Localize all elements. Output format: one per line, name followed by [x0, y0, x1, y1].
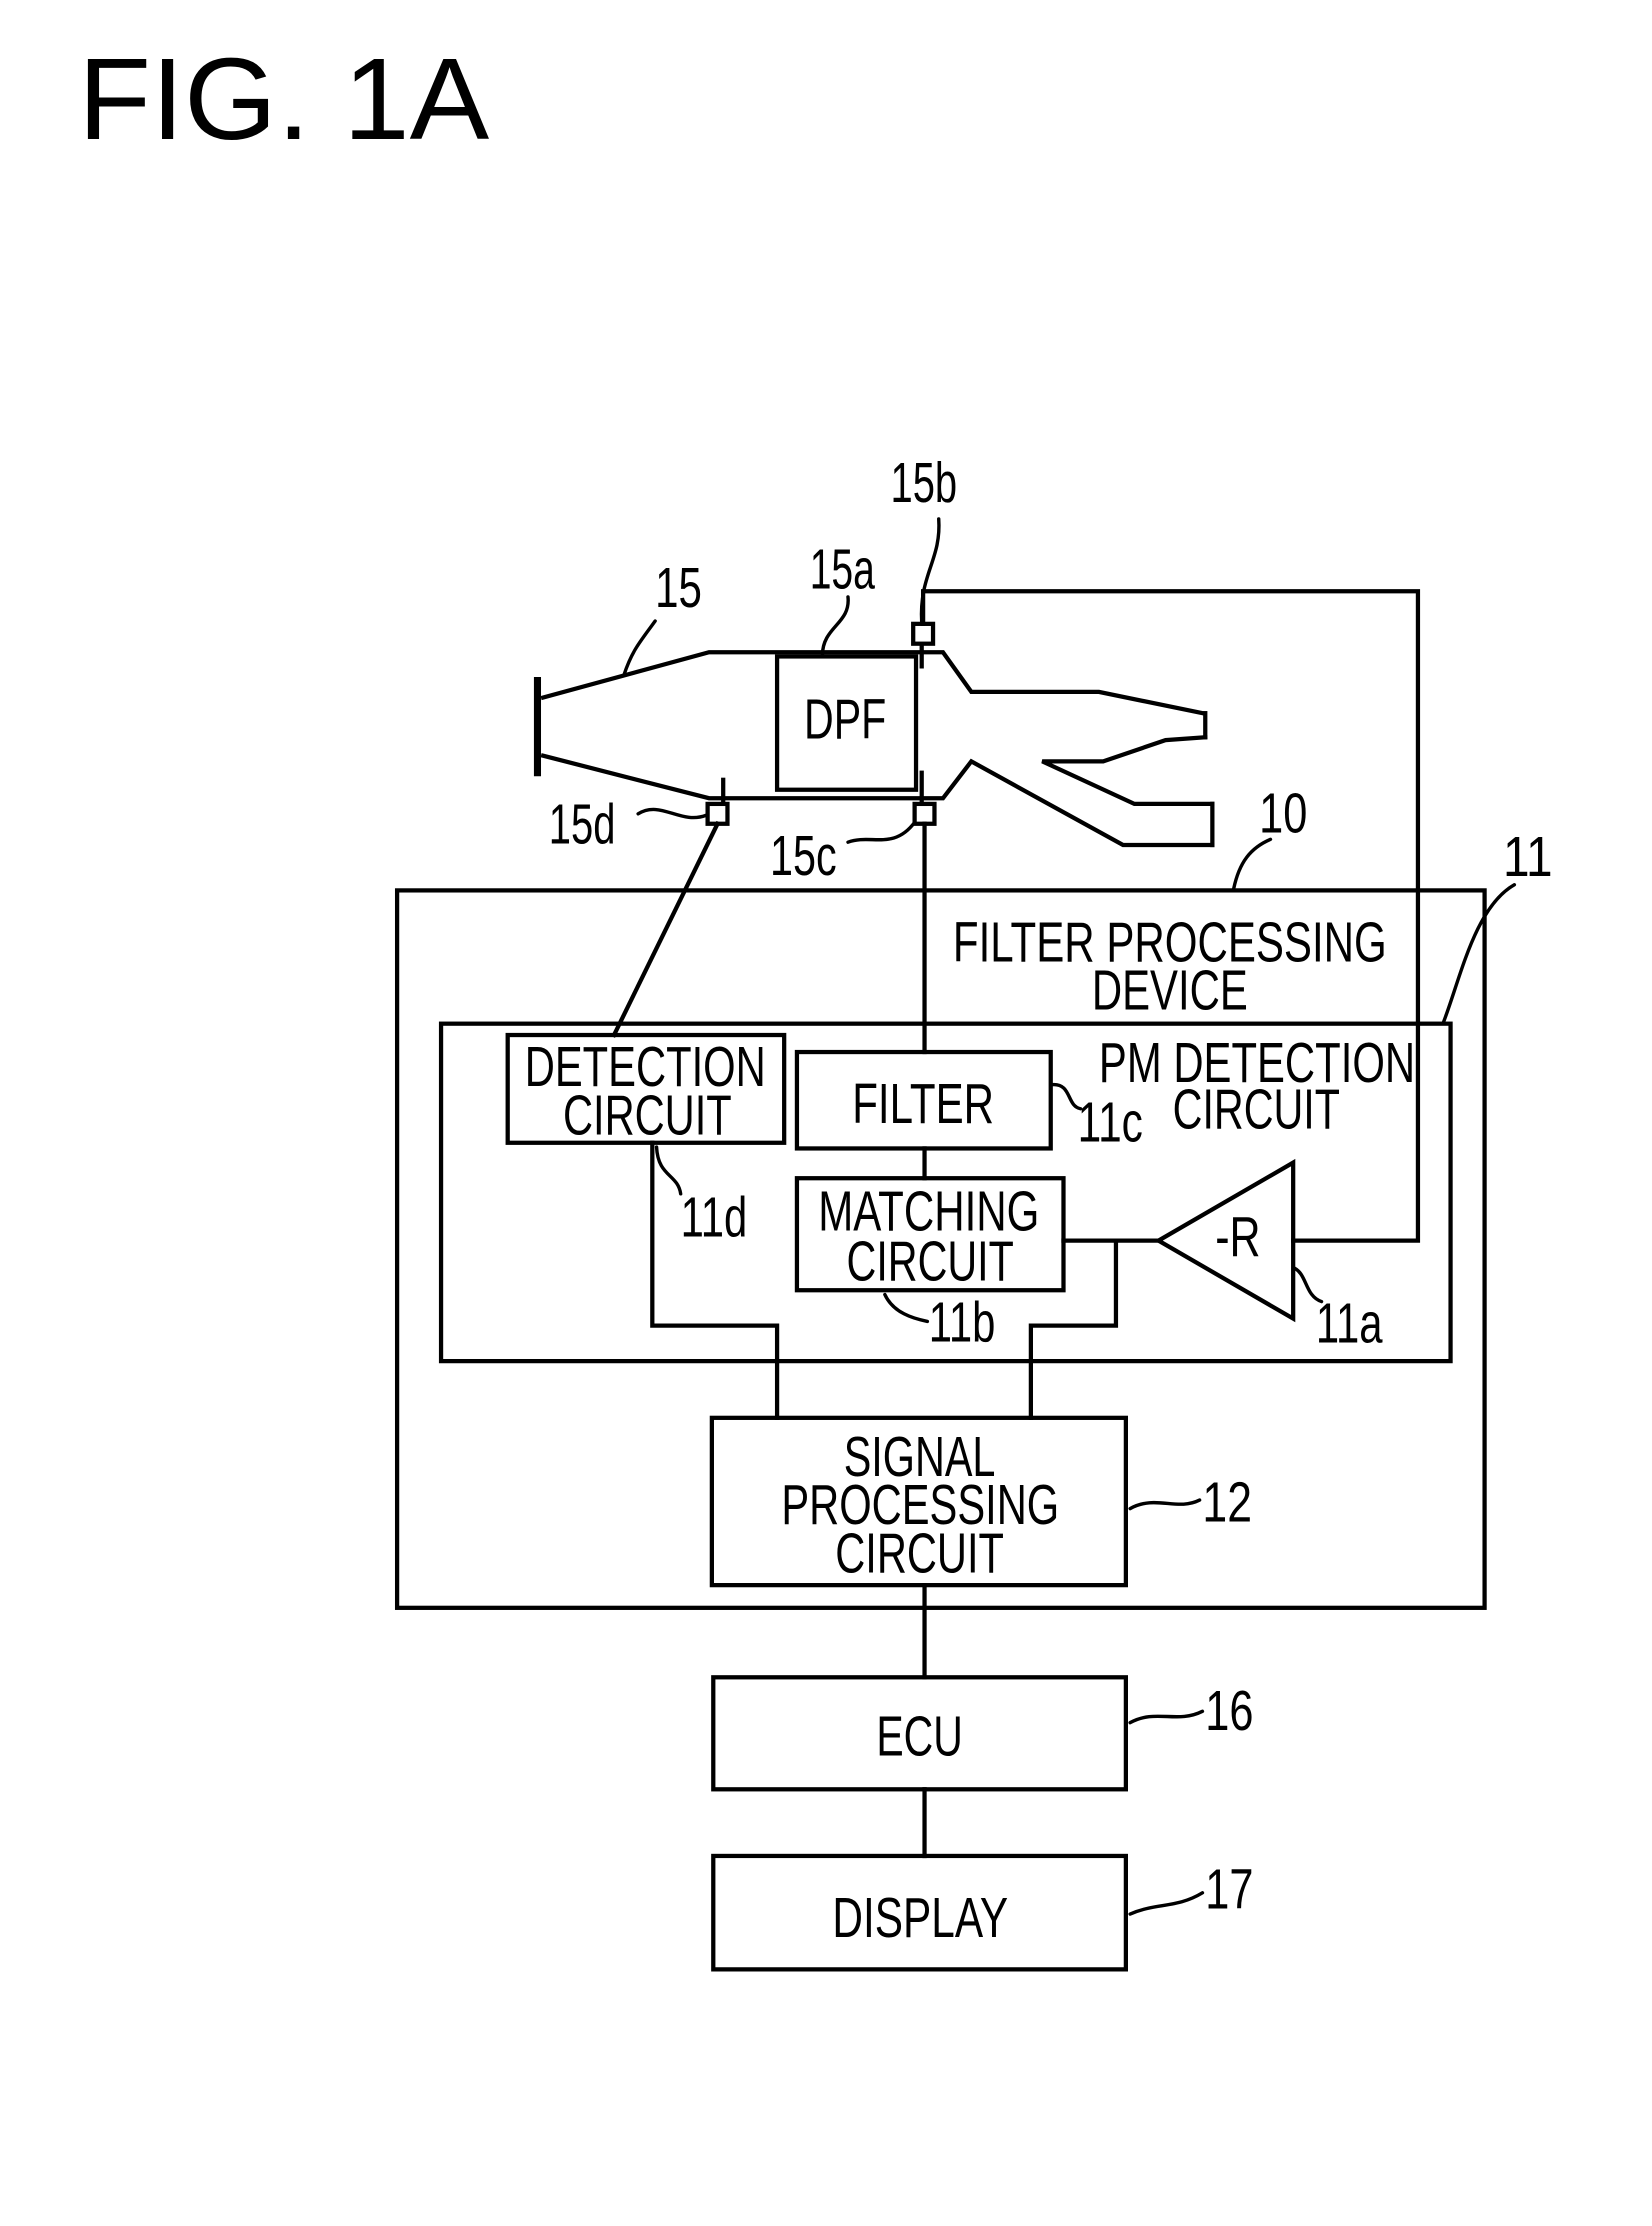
leader-line-12 [1130, 1500, 1199, 1509]
leader-line-11d [657, 1147, 681, 1194]
leader-line-15c [848, 822, 915, 842]
leader-line-16 [1130, 1711, 1202, 1722]
ref-numeral-15b: 15b [891, 452, 958, 515]
dpf-block: DPF [777, 656, 916, 789]
sensor-15d [708, 804, 728, 824]
connector-15d-to-detection [614, 824, 718, 1035]
sensor-15c [915, 804, 935, 824]
filter-processing-device-label-line2: DEVICE [1092, 959, 1248, 1022]
amplifier-label: -R [1215, 1206, 1260, 1269]
matching-circuit-label-line2: CIRCUIT [847, 1230, 1014, 1293]
display-label: DISPLAY [832, 1887, 1008, 1950]
upper-outlet-lower-wall [1042, 737, 1212, 804]
signal-processing-circuit-label-line3: CIRCUIT [835, 1522, 1004, 1585]
leader-line-11b [885, 1294, 928, 1321]
ref-numeral-11a: 11a [1316, 1293, 1383, 1356]
ref-numeral-11: 11 [1503, 826, 1553, 889]
ref-numeral-15: 15 [655, 557, 702, 620]
leader-line-15d [638, 809, 706, 817]
detection-circuit-label-line2: CIRCUIT [563, 1084, 732, 1147]
leader-line-11 [1443, 885, 1514, 1023]
ref-numeral-11b: 11b [929, 1291, 996, 1354]
leader-line-10 [1234, 839, 1271, 889]
pm-detection-circuit-label-line2: CIRCUIT [1173, 1079, 1340, 1142]
figure-title: FIG. 1A [78, 34, 490, 164]
ref-numeral-17: 17 [1205, 1858, 1253, 1921]
connector-detection-to-signal-processing [652, 1143, 777, 1418]
leader-line-17 [1130, 1893, 1202, 1914]
ref-numeral-11d: 11d [681, 1186, 748, 1249]
ref-numeral-16: 16 [1205, 1680, 1253, 1743]
ref-numeral-15a: 15a [810, 538, 876, 601]
ref-numeral-10: 10 [1259, 782, 1307, 845]
dpf-label: DPF [804, 689, 886, 752]
leader-line-15a [822, 597, 848, 655]
ref-numeral-11c: 11c [1078, 1091, 1143, 1154]
leader-line-11c [1052, 1085, 1080, 1109]
ref-numeral-15c: 15c [770, 825, 837, 888]
sensor-15b [913, 624, 933, 644]
ref-numeral-15d: 15d [549, 794, 616, 857]
filter-label: FILTER [852, 1073, 994, 1136]
ref-numeral-12: 12 [1202, 1471, 1252, 1534]
ecu-label: ECU [876, 1705, 962, 1768]
